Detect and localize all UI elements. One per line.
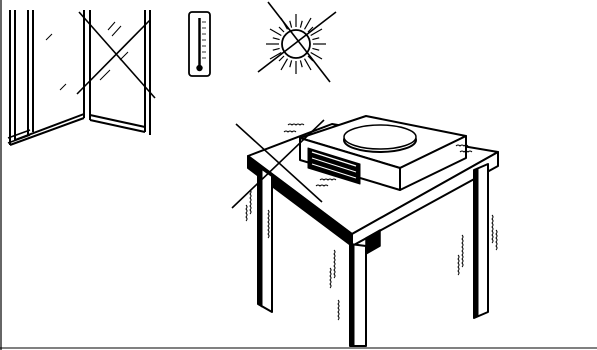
vibration-mark xyxy=(496,230,497,250)
vibration-mark xyxy=(492,215,493,243)
vibration-mark xyxy=(338,300,339,320)
sun-ray xyxy=(279,27,284,32)
sun-ray xyxy=(273,48,280,50)
window-glare xyxy=(46,22,128,90)
sun-ray xyxy=(270,29,281,36)
vibration-mark xyxy=(288,124,304,125)
vibration-mark xyxy=(284,131,296,132)
sun-ray xyxy=(305,59,312,70)
thermometer-icon xyxy=(189,12,210,76)
crossed-window xyxy=(77,12,155,98)
sun-ray xyxy=(312,38,319,40)
sun-ray xyxy=(300,60,302,67)
sun-ray xyxy=(290,60,292,67)
window-frame xyxy=(8,10,150,145)
vibration-mark xyxy=(458,255,459,275)
sun-ray xyxy=(273,38,280,40)
vibration-mark xyxy=(330,268,331,288)
sun-ray xyxy=(312,48,319,50)
sun-ray xyxy=(279,56,284,61)
vibration-mark xyxy=(462,235,463,267)
sun-ray xyxy=(290,21,292,28)
sun-ray xyxy=(300,21,302,28)
vibration-mark xyxy=(250,190,251,214)
crossed-sun-icon xyxy=(258,2,336,82)
sun-ray xyxy=(305,18,312,29)
vibration-mark xyxy=(334,250,335,278)
vibration-mark xyxy=(246,205,247,221)
sun-ray xyxy=(281,59,288,70)
